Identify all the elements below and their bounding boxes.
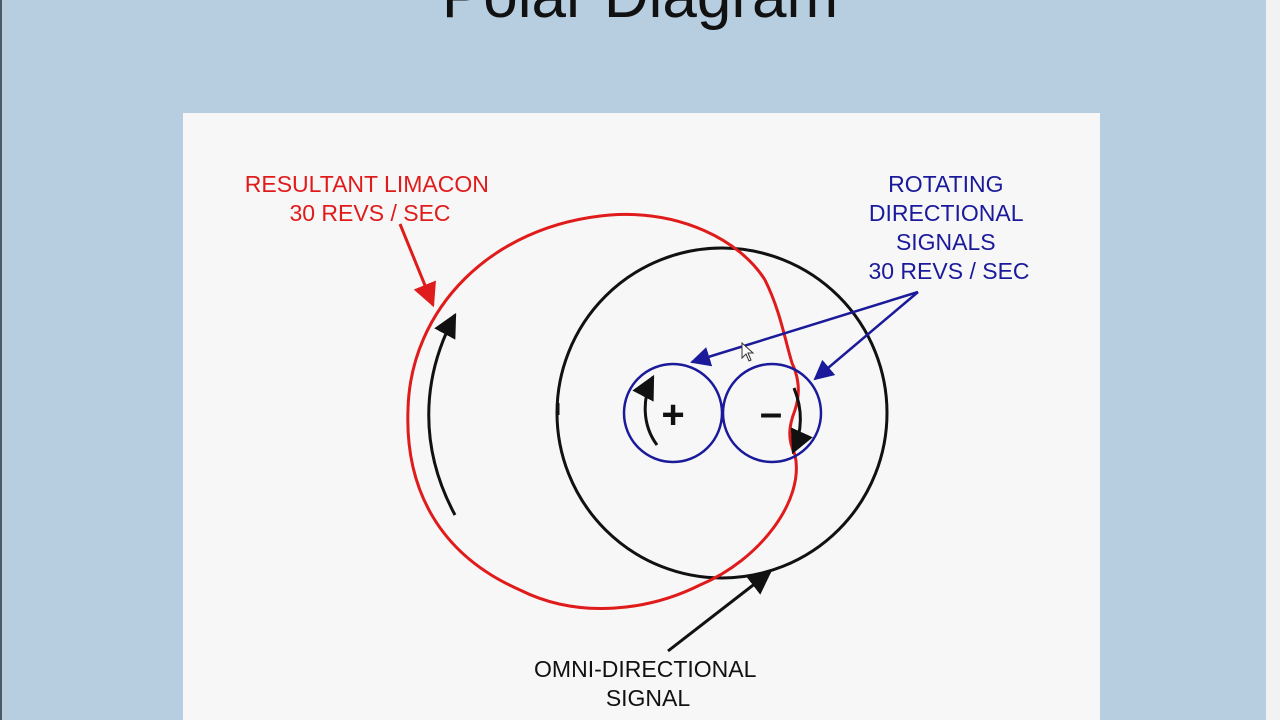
plus-sign: +: [661, 393, 684, 437]
window-left-edge: [0, 0, 2, 720]
minus-sign: –: [760, 391, 782, 435]
directional-pointer-arrow-left: [690, 290, 919, 367]
limacon-rotation-arrow: [427, 312, 457, 516]
directional-pointer-arrow-right: [813, 291, 919, 381]
slide-title: Polar Diagram: [0, 0, 1280, 32]
rotating-signals-label: ROTATING DIRECTIONAL SIGNALS 30 REVS / S…: [868, 171, 1029, 284]
limacon-pointer-arrow: [398, 223, 436, 308]
minus-lobe-circle: [721, 362, 823, 464]
omni-pointer-arrow: [667, 570, 772, 653]
mouse-cursor: [741, 341, 755, 362]
limacon-label: RESULTANT LIMACON 30 REVS / SEC: [245, 171, 496, 226]
omni-signal-label: OMNI-DIRECTIONAL SIGNAL: [534, 656, 762, 711]
window-right-strip: [1266, 0, 1280, 720]
limacon-curve: [406, 212, 800, 610]
minus-rotation-arrow: [790, 387, 813, 455]
plus-rotation-arrow: [632, 374, 659, 446]
